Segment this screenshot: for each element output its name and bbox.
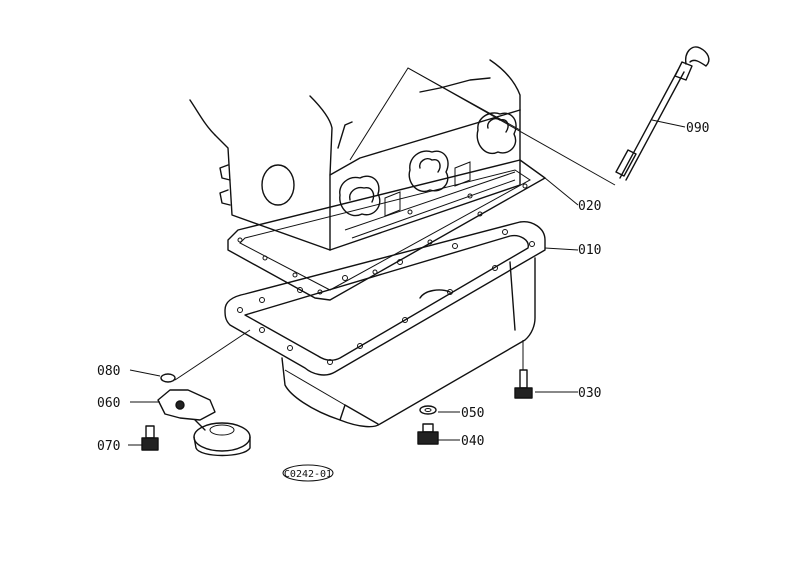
gasket-020 [227,159,546,301]
part-label-010: 010 [578,243,601,258]
part-label-050: 050 [461,406,484,421]
engine-block [189,59,521,251]
washer-050 [419,405,437,415]
part-label-080: 080 [97,364,120,379]
oil-strainer-060 [157,389,251,457]
part-label-020: 020 [578,199,601,214]
oil-pan-010 [224,221,546,428]
part-label-070: 070 [97,439,120,454]
part-label-030: 030 [578,386,601,401]
diagram-code-badge: C0242-01 [282,464,334,482]
part-label-090: 090 [686,121,709,136]
part-label-040: 040 [461,434,484,449]
o-ring-080 [160,373,176,383]
diagram-code: C0242-01 [284,469,332,480]
bolt-030 [514,369,533,399]
bolt-070 [141,425,159,451]
part-label-060: 060 [97,396,120,411]
dipstick-090 [615,46,710,181]
drain-plug-040 [417,423,439,445]
